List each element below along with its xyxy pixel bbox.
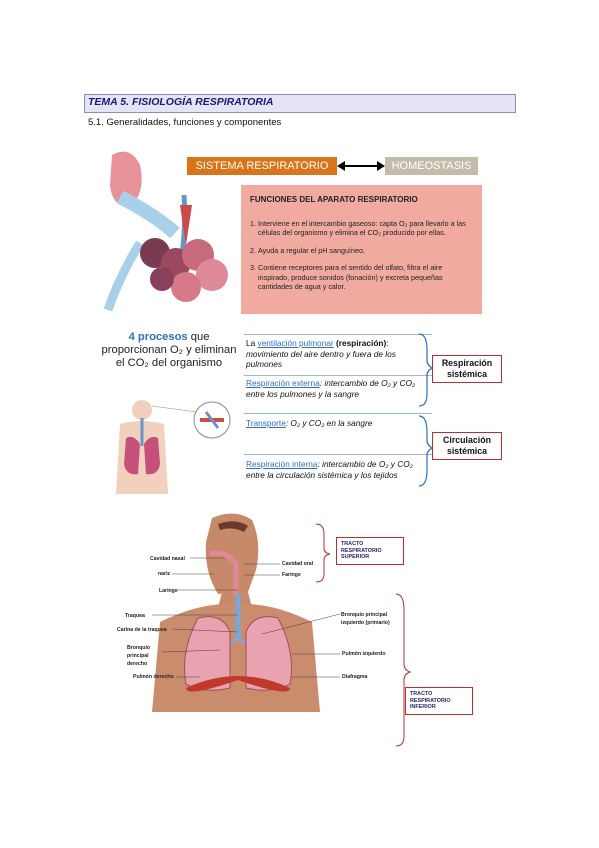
list-item: 3.Contiene receptores para el sentido de…	[250, 263, 443, 292]
link-transporte[interactable]: Transporte	[246, 418, 286, 428]
label-cavidad-oral: Cavidad oral	[282, 561, 314, 567]
process-transporte: Transporte: O₂ y CO₂ en la sangre	[246, 418, 373, 428]
link-ventilacion[interactable]: ventilación pulmonar	[257, 338, 334, 348]
subsection-title: 5.1. Generalidades, funciones y componen…	[88, 117, 282, 128]
circulacion-sistemica-box: Circulación sistémica	[432, 432, 502, 460]
process-respiracion-externa: Respiración externa: intercambio de O₂ y…	[246, 378, 416, 399]
processes-heading: 4 procesos que proporcionan O₂ y elimina…	[101, 331, 237, 369]
label-pulmon-derecho: Pulmón derecho	[133, 674, 174, 680]
label-nariz: nariz	[158, 571, 171, 577]
link-respiracion-interna[interactable]: Respiración interna	[246, 459, 318, 469]
respiracion-sistemica-box: Respiración sistémica	[432, 355, 502, 383]
label-cavidad-nasal: Cavidad nasal	[150, 556, 185, 562]
divider	[244, 375, 432, 376]
label-pulmon-izquierdo: Pulmón izquierdo	[342, 651, 386, 657]
alveoli-illustration	[103, 151, 228, 312]
homeostasis-box: HOMEOSTASIS	[385, 157, 478, 175]
tracto-superior-box: TRACTO RESPIRATORIO SUPERIOR	[336, 537, 404, 565]
label-bronquio-derecho: Bronquio principal derecho	[127, 645, 151, 667]
section-title: TEMA 5. FISIOLOGÍA RESPIRATORIA	[88, 96, 274, 108]
tracto-inferior-box: TRACTO RESPIRATORIO INFERIOR	[405, 687, 473, 715]
body-illustration	[116, 400, 231, 494]
functions-title: FUNCIONES DEL APARATO RESPIRATORIO	[250, 195, 418, 204]
list-item: 2.Ayuda a regular el pH sanguíneo.	[250, 245, 365, 255]
divider	[244, 413, 432, 414]
label-carina: Carina de la traquea	[117, 627, 167, 633]
divider	[244, 454, 432, 455]
sistema-respiratorio-box: SISTEMA RESPIRATORIO	[187, 157, 337, 175]
list-item: 1.Interviene en el intercambio gaseoso: …	[250, 219, 466, 238]
process-ventilacion: La ventilación pulmonar (respiración): m…	[246, 338, 396, 369]
double-arrow-icon	[337, 161, 385, 171]
link-respiracion-externa[interactable]: Respiración externa	[246, 378, 320, 388]
process-respiracion-interna: Respiración interna: intercambio de O₂ y…	[246, 459, 413, 480]
functions-list: 1.Interviene en el intercambio gaseoso: …	[250, 219, 475, 299]
functions-box: FUNCIONES DEL APARATO RESPIRATORIO 1.Int…	[241, 185, 482, 314]
label-traquea: Traquea	[125, 613, 145, 619]
label-laringe: Laringe	[159, 588, 178, 594]
section-title-box: TEMA 5. FISIOLOGÍA RESPIRATORIA	[84, 94, 516, 113]
label-faringe: Faringe	[282, 572, 301, 578]
label-diafragma: Diafragma	[342, 674, 368, 680]
label-bronquio-izquierdo: Bronquio principal izquierdo (primario)	[341, 612, 390, 626]
divider	[244, 334, 432, 335]
